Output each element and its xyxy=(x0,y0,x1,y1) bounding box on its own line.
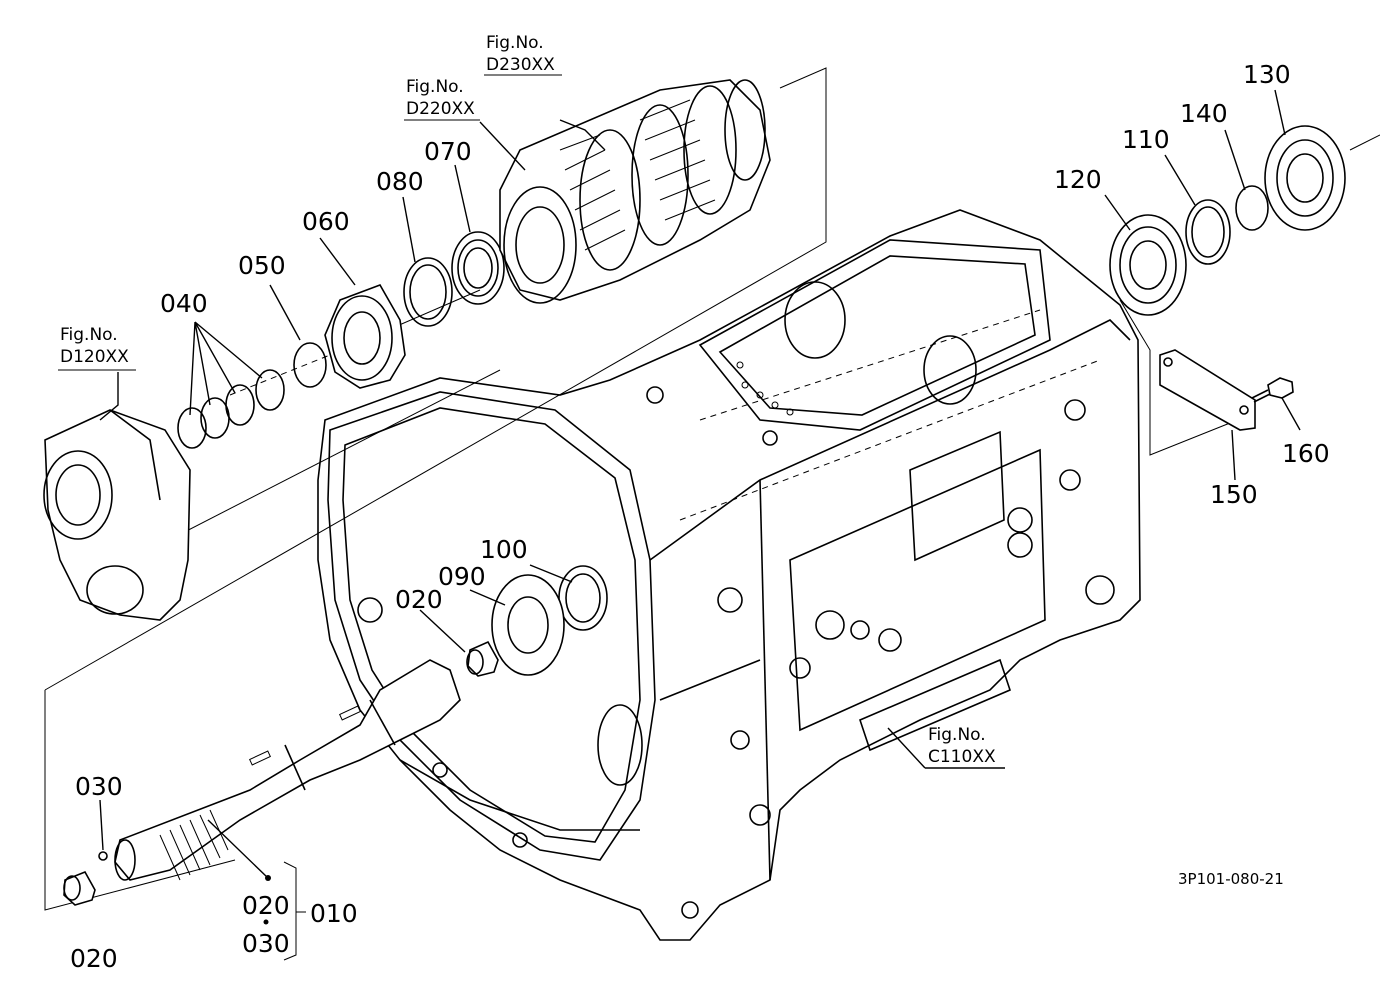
callout-020-upper: 020 xyxy=(395,585,443,614)
callout-120: 120 xyxy=(1054,165,1102,194)
fig-ref-c110-code: C110XX xyxy=(928,747,996,767)
part-callouts: 130 140 110 120 070 080 060 050 040 160 … xyxy=(70,60,1330,973)
callout-100: 100 xyxy=(480,535,528,564)
bushing-020-upper xyxy=(466,640,499,677)
callout-040: 040 xyxy=(160,289,208,318)
callout-050: 050 xyxy=(238,251,286,280)
shaft-010 xyxy=(114,659,461,881)
fig-ref-d220-prefix: Fig.No. xyxy=(406,77,464,97)
callout-030: 030 xyxy=(75,772,123,801)
callout-030-kit: 030 xyxy=(242,929,290,958)
left-housing xyxy=(43,409,191,621)
bolt-160 xyxy=(1251,377,1294,403)
leader-lines xyxy=(99,89,1301,961)
fig-ref-c110-prefix: Fig.No. xyxy=(928,725,986,745)
callout-070: 070 xyxy=(424,137,472,166)
fig-ref-d230: Fig.No. D230XX xyxy=(484,33,562,76)
fig-ref-d220: Fig.No. D220XX xyxy=(404,77,480,121)
callout-160: 160 xyxy=(1282,439,1330,468)
snap-rings-040 xyxy=(177,369,285,449)
clutch-pack-assembly xyxy=(499,79,771,304)
bearing-120 xyxy=(1109,214,1187,316)
callout-020-lower: 020 xyxy=(70,944,118,973)
ball-030 xyxy=(98,851,108,861)
fig-ref-c110: Fig.No. C110XX xyxy=(928,725,996,767)
callout-130: 130 xyxy=(1243,60,1291,89)
callout-150: 150 xyxy=(1210,480,1258,509)
snap-ring-140 xyxy=(1235,185,1269,231)
snap-ring-050 xyxy=(293,342,327,388)
fig-ref-d120-prefix: Fig.No. xyxy=(60,325,118,345)
drawing-code: 3P101-080-21 xyxy=(1178,870,1284,888)
plate-150 xyxy=(1159,349,1256,431)
fig-ref-d230-code: D230XX xyxy=(486,55,555,75)
seal-130 xyxy=(1264,125,1346,231)
assembly-guide-lines xyxy=(44,67,1380,911)
callout-060: 060 xyxy=(302,207,350,236)
callout-090: 090 xyxy=(438,562,486,591)
fig-ref-d230-prefix: Fig.No. xyxy=(486,33,544,53)
callout-080: 080 xyxy=(376,167,424,196)
callout-140: 140 xyxy=(1180,99,1228,128)
fig-ref-d120-code: D120XX xyxy=(60,347,129,367)
bushing-020-lower xyxy=(63,870,96,906)
callout-110: 110 xyxy=(1122,125,1170,154)
seal-070 xyxy=(451,231,505,305)
retainer-090 xyxy=(491,574,565,676)
transmission-case xyxy=(317,209,1141,941)
callout-020-kit: 020 xyxy=(242,891,290,920)
fig-ref-d220-code: D220XX xyxy=(406,99,475,119)
callout-010: 010 xyxy=(310,899,358,928)
bearing-060 xyxy=(324,284,406,389)
washer-110 xyxy=(1185,199,1231,265)
washer-080 xyxy=(403,257,453,327)
fig-ref-d120: Fig.No. D120XX xyxy=(58,325,136,371)
